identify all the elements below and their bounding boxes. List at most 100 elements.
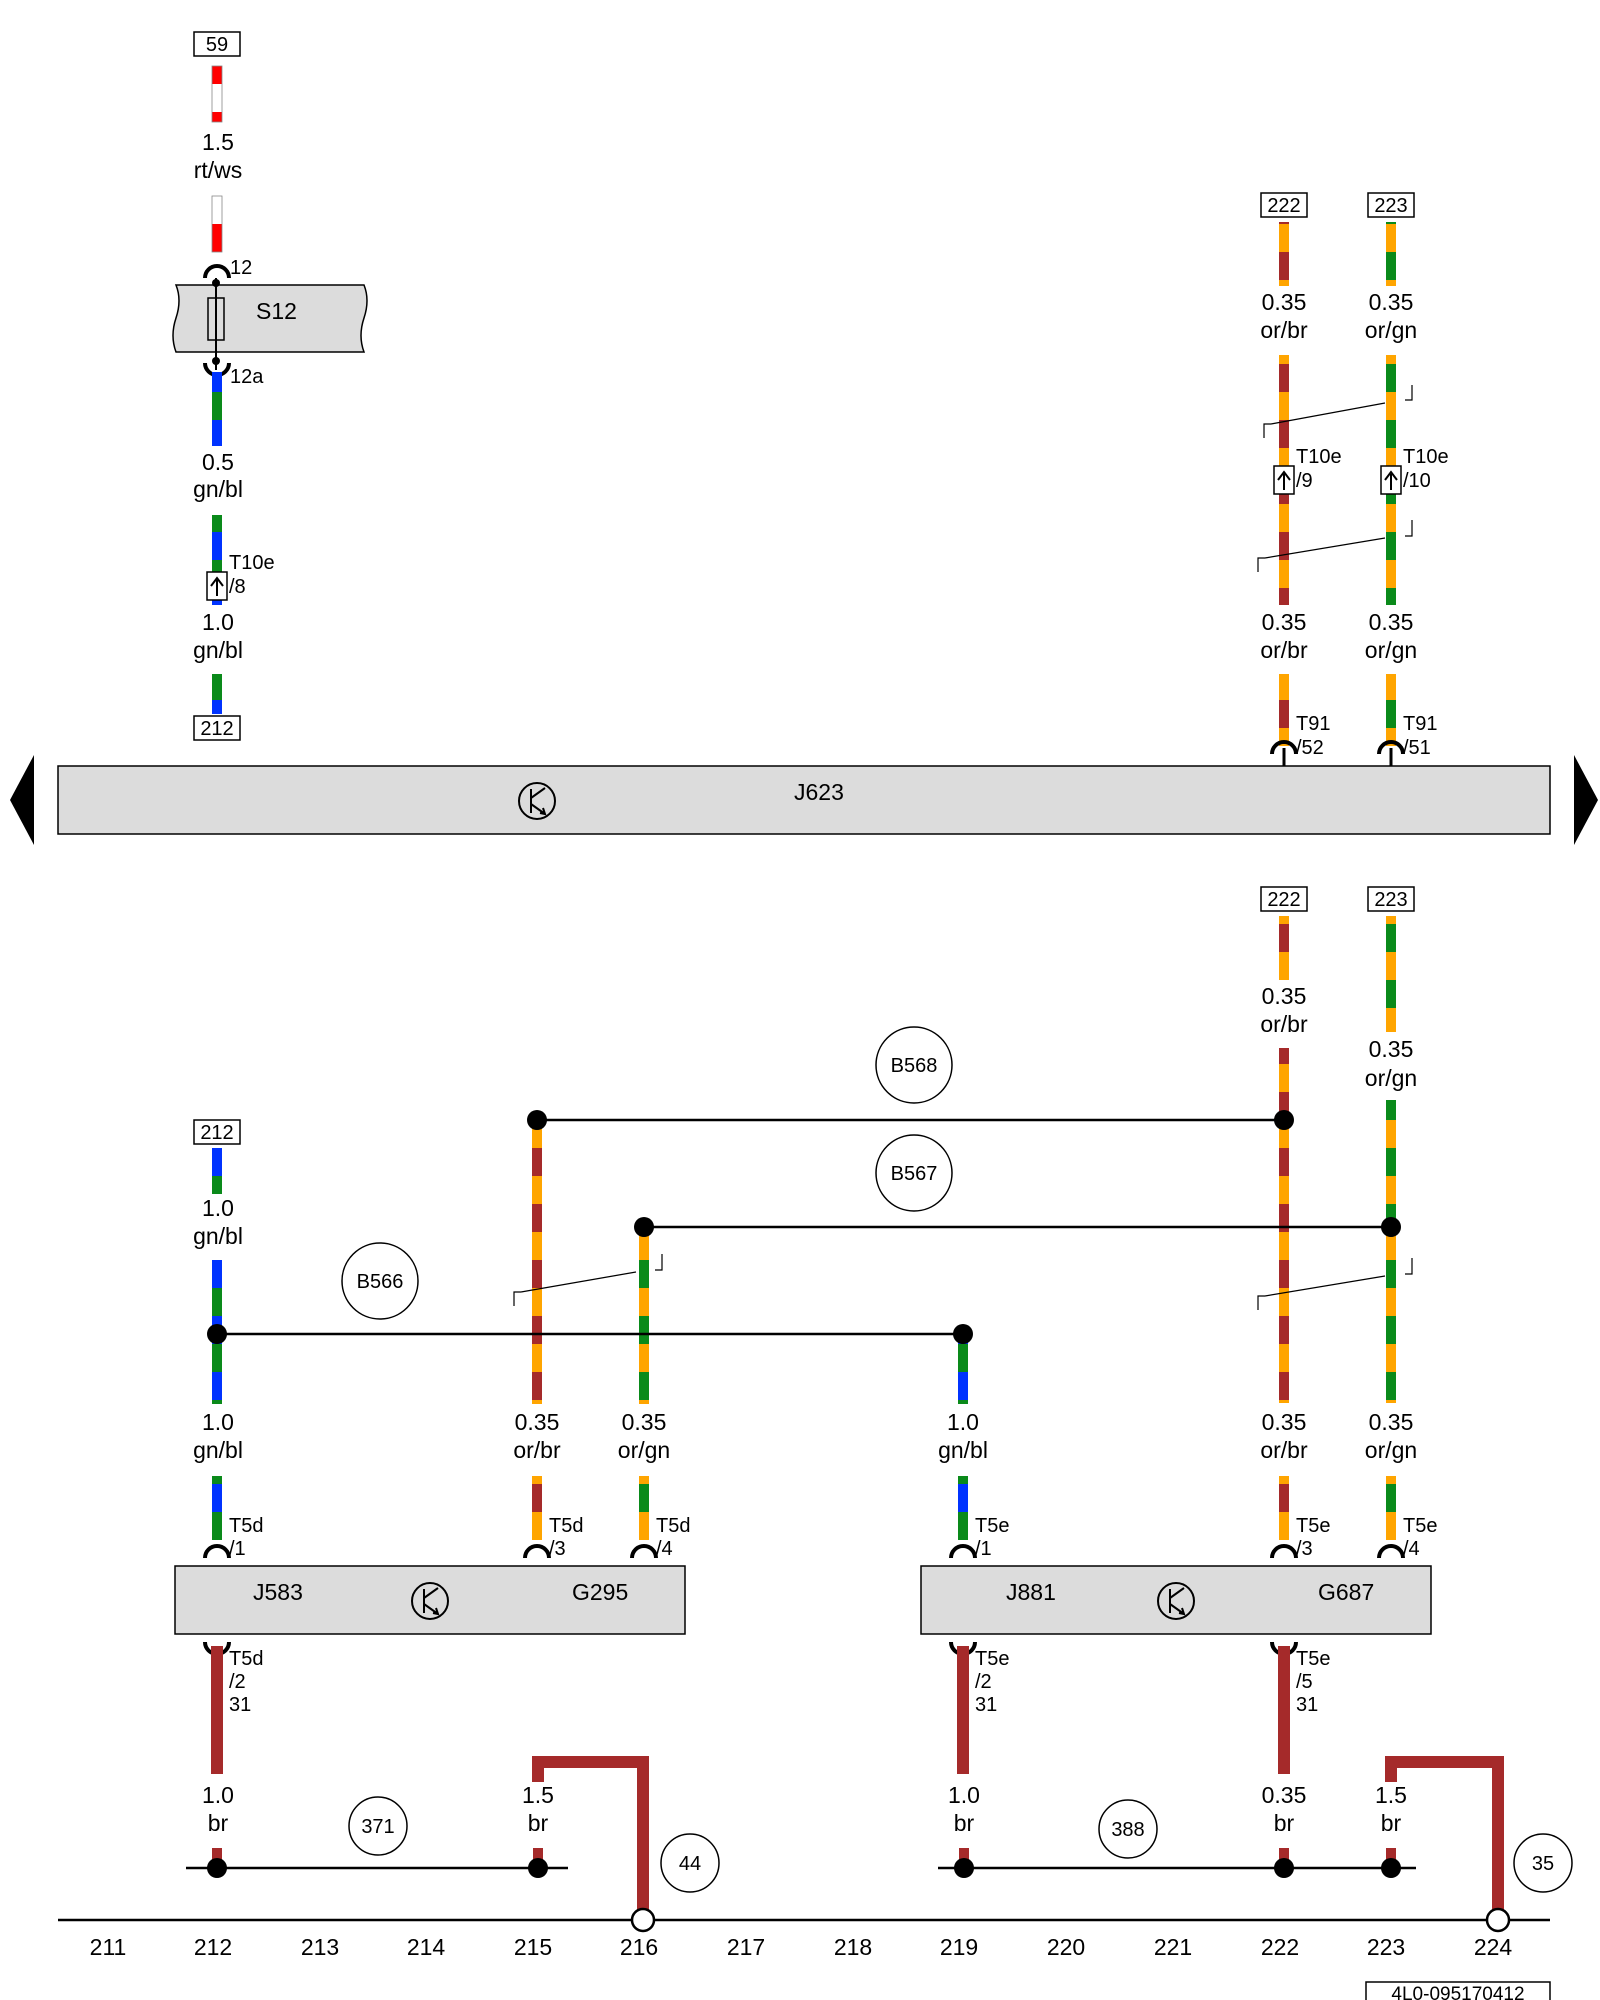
wire-color-label: gn/bl: [193, 637, 243, 663]
pin-label: /3: [1296, 1538, 1313, 1560]
svg-text:B566: B566: [357, 1271, 404, 1293]
junction-dot: [954, 1858, 974, 1878]
axis-label: 213: [301, 1934, 339, 1960]
junction-dot: [1274, 1858, 1294, 1878]
ground-id-circle-388: 388: [1098, 1799, 1158, 1859]
wire-size-label: 0.35: [1369, 1036, 1414, 1062]
wire-size-label: 0.35: [1369, 1409, 1414, 1435]
pin-connector-icon: [203, 1544, 1405, 1559]
pin-connector-icon: [203, 264, 231, 279]
grid-axis: 211 212 213 214 215 216 217 218 219 220 …: [90, 1934, 1513, 1960]
wire-gn-bl: [212, 674, 222, 714]
wire-color-label: br: [208, 1810, 229, 1836]
wire-color-label: or/br: [1260, 637, 1308, 663]
ground-terminal-icon: [630, 1907, 656, 1933]
wire-color-label: br: [1274, 1810, 1295, 1836]
svg-text:223: 223: [1374, 195, 1407, 217]
component-j583-g295: J583 G295: [174, 1565, 686, 1635]
pin-label: T5e: [1296, 1648, 1330, 1670]
transistor-icon: [1157, 1582, 1195, 1620]
pin-label: /2: [975, 1671, 992, 1693]
wire-gn-bl: [212, 372, 222, 446]
pin-label: T10e: [1403, 446, 1449, 468]
junction-dot: [1274, 1110, 1294, 1130]
axis-label: 217: [727, 1934, 765, 1960]
pin-label: /1: [975, 1538, 992, 1560]
pin-label: T91: [1296, 713, 1330, 735]
ref-box-223: 223: [1367, 886, 1415, 912]
wire-color-label: br: [1381, 1810, 1402, 1836]
axis-label: 222: [1261, 1934, 1299, 1960]
wire-color-label: or/gn: [1365, 1437, 1417, 1463]
junction-dot: [634, 1217, 654, 1237]
ref-box-212: 212: [193, 1119, 241, 1145]
wire-id-circle-b567: B567: [875, 1134, 953, 1212]
pin-label: T5e: [975, 1648, 1009, 1670]
pin-connector-icon: [203, 1641, 1298, 1656]
axis-label: 220: [1047, 1934, 1085, 1960]
pin-label: /2: [229, 1671, 246, 1693]
twisted-pair-icon: [513, 1254, 663, 1306]
junction-dot: [528, 1858, 548, 1878]
wire-color-label: gn/bl: [193, 1223, 243, 1249]
wire-gn-bl: [958, 1476, 968, 1540]
wire-size-label: 1.0: [202, 1409, 234, 1435]
wire-or-gn: [639, 1228, 649, 1404]
svg-text:388: 388: [1111, 1819, 1144, 1841]
ref-box-59: 59: [193, 31, 241, 57]
pin-connector-icon: [1270, 740, 1298, 755]
pin-label: /9: [1296, 470, 1313, 492]
pin-label: T5e: [1403, 1515, 1437, 1537]
pin-label: 31: [975, 1694, 997, 1716]
ground-terminal-icon: [1485, 1907, 1511, 1933]
twisted-pair-icon: [1257, 1258, 1413, 1310]
wire-br: [957, 1646, 969, 1774]
pin-label: /8: [229, 576, 246, 598]
svg-text:222: 222: [1267, 195, 1300, 217]
pin-label: /52: [1296, 737, 1324, 759]
junction-dot: [207, 1324, 227, 1344]
axis-label: 218: [834, 1934, 872, 1960]
wire-rt-ws: [211, 195, 223, 253]
pin-label: T10e: [1296, 446, 1342, 468]
axis-label: 224: [1474, 1934, 1513, 1960]
arrow-left-icon: [10, 755, 34, 845]
wire-color-label: br: [528, 1810, 549, 1836]
twisted-pair-icon: [1263, 385, 1413, 438]
wire-color-label: gn/bl: [193, 476, 243, 502]
pin-label: /4: [656, 1538, 673, 1560]
wire-size-label: 0.35: [1369, 289, 1414, 315]
wire-gn-bl: [212, 1476, 222, 1540]
wire-size-label: 1.0: [947, 1409, 979, 1435]
svg-text:B568: B568: [891, 1055, 938, 1077]
wire-size-label: 0.35: [515, 1409, 560, 1435]
wire-size-label: 0.35: [1262, 609, 1307, 635]
pin-label: /5: [1296, 1671, 1313, 1693]
wire-color-label: rt/ws: [194, 157, 243, 183]
wire-size-label: 0.35: [1262, 1409, 1307, 1435]
wire-size-label: 1.0: [948, 1782, 980, 1808]
pin-label: /4: [1403, 1538, 1420, 1560]
axis-label: 215: [514, 1934, 552, 1960]
wire-br: [532, 1756, 649, 1918]
wire-size-label: 0.35: [1369, 609, 1414, 635]
svg-text:371: 371: [361, 1816, 394, 1838]
pin-label: T5d: [229, 1515, 263, 1537]
axis-label: 212: [194, 1934, 232, 1960]
wire-br: [1278, 1646, 1290, 1774]
wire-size-label: 1.0: [202, 1782, 234, 1808]
svg-text:212: 212: [200, 718, 233, 740]
wire-size-label: 1.5: [1375, 1782, 1407, 1808]
ref-box-222: 222: [1260, 886, 1308, 912]
wire-or-gn: [1386, 916, 1396, 1032]
axis-label: 221: [1154, 1934, 1192, 1960]
svg-text:222: 222: [1267, 889, 1300, 911]
svg-text:G295: G295: [572, 1579, 628, 1605]
wire-size-label: 1.5: [202, 129, 234, 155]
ground-point-circle-35: 35: [1513, 1833, 1573, 1893]
wire-or-br: [532, 1122, 542, 1404]
wire-color-label: or/gn: [1365, 1065, 1417, 1091]
axis-label: 216: [620, 1934, 658, 1960]
pin-label: /10: [1403, 470, 1431, 492]
svg-text:35: 35: [1532, 1853, 1554, 1875]
